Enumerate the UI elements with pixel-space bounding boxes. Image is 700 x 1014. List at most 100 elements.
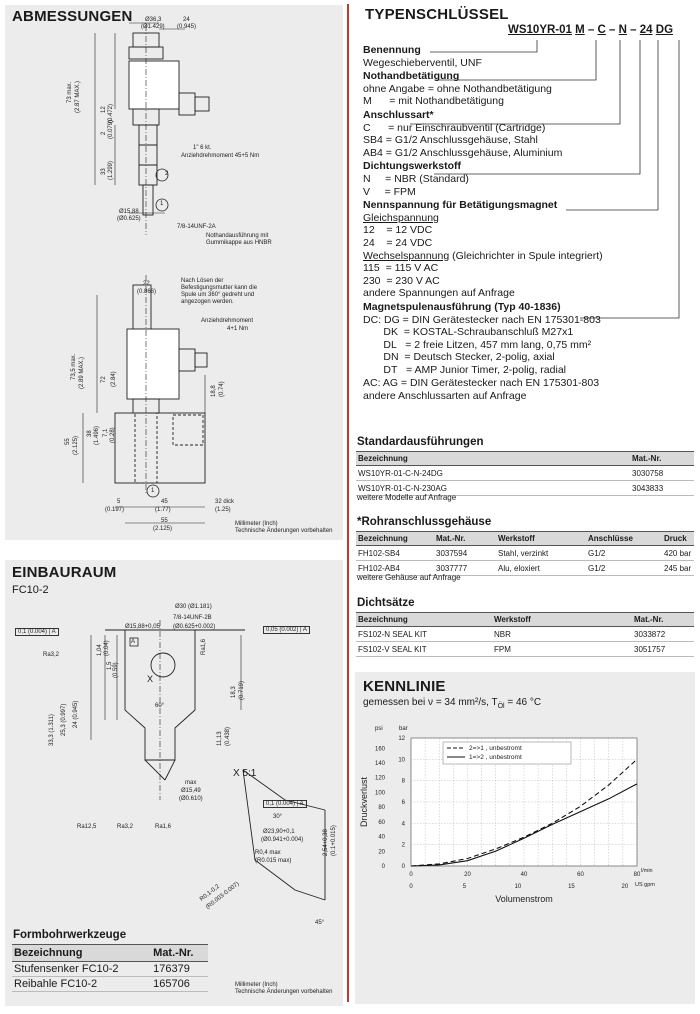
x-tick-gpm: 10 bbox=[515, 884, 522, 890]
dim-thread: 7/8-14UNF-2A bbox=[177, 224, 216, 230]
series-line-2 bbox=[410, 783, 638, 867]
x-tick-lpm: 80 bbox=[634, 872, 641, 878]
x-tick-gpm: 20 bbox=[622, 884, 629, 890]
formbohr-header: Mat.-Nr. bbox=[151, 944, 208, 962]
y-tick-bar: 12 bbox=[398, 736, 405, 742]
port-1-bottom: 1 bbox=[151, 488, 155, 494]
cav-d2390: Ø23,90+0,1 bbox=[263, 829, 295, 835]
dim-h38i: (1.496) bbox=[94, 425, 100, 445]
type-code: WS10YR-01 M – C – N – 24 DG bbox=[508, 24, 674, 36]
legend-label: 2=>1 , unbestromt bbox=[469, 745, 522, 752]
dim-w55: 55 bbox=[161, 518, 168, 524]
note-coil-4: angezogen werden. bbox=[181, 299, 234, 305]
dim-d1588i: (Ø0.625) bbox=[117, 216, 141, 222]
ein-footer-2: Technische Änderungen vorbehalten bbox=[235, 989, 333, 995]
cav-tol2: 0,05 (0.002) | A bbox=[263, 626, 310, 634]
formbohr-header: Bezeichnung bbox=[12, 944, 152, 962]
dim-w45: 45 bbox=[161, 499, 168, 505]
kennlinie-title: KENNLINIE bbox=[363, 678, 446, 695]
dim-torque1: Anziehdrehmoment 45+5 Nm bbox=[181, 153, 260, 159]
dim-hex: 1" 6 kt. bbox=[193, 145, 212, 151]
dim-w22i: (0.866) bbox=[137, 289, 157, 295]
cav-thread: 7/8-14UNF-2B bbox=[173, 615, 212, 621]
cav-max: max bbox=[185, 780, 197, 786]
cav-d1549i: (Ø0.610) bbox=[179, 796, 203, 802]
cavity-drawing bbox=[90, 620, 326, 901]
dim-w55i: (2.125) bbox=[153, 526, 173, 532]
einbauraum-panel: EINBAURAUM FC10-2 Ø30 (Ø1.181) 7/8-14UNF… bbox=[5, 560, 343, 1006]
cav-tol3: 0,1 (0.004) | A bbox=[263, 800, 307, 808]
type-key-line: C = nur Einschraubventil (Cartridge) bbox=[363, 121, 546, 134]
dim-d36i: (Ø1.429) bbox=[141, 24, 165, 30]
type-key-line: Wegeschieberventil, UNF bbox=[363, 56, 482, 69]
x-tick-lpm: 20 bbox=[464, 872, 471, 878]
cav-d1588: Ø15,88+0,05 bbox=[125, 624, 160, 630]
x-tick-gpm: 15 bbox=[568, 884, 575, 890]
dim-h38: 38 bbox=[87, 430, 93, 437]
x-tick-lpm: 0 bbox=[409, 872, 413, 878]
type-key-line: andere Spannungen auf Anfrage bbox=[363, 287, 515, 300]
type-key-line: Gleichspannung bbox=[363, 211, 439, 224]
rohr-note: weitere Gehäuse auf Anfrage bbox=[357, 573, 461, 582]
type-key-heading: Anschlussart* bbox=[363, 109, 434, 121]
formbohr-title: Formbohrwerkzeuge bbox=[13, 929, 127, 941]
y-tick-bar: 10 bbox=[398, 757, 405, 763]
kennlinie-panel: KENNLINIE gemessen bei ν = 34 mm²/s, TÖl… bbox=[355, 672, 695, 1004]
y-tick-psi: 160 bbox=[375, 746, 386, 752]
type-key-line: M = mit Nothandbetätigung bbox=[363, 95, 504, 108]
y-tick-psi: 80 bbox=[378, 805, 385, 811]
x-tick-lpm: 60 bbox=[577, 872, 584, 878]
x-tick-lpm: 40 bbox=[521, 872, 528, 878]
typenschluessel-title: TYPENSCHLÜSSEL bbox=[365, 6, 509, 23]
cav-h183: 18,3 bbox=[231, 686, 237, 698]
y-unit-bar: bar bbox=[399, 726, 408, 732]
x-unit-lpm: l/min bbox=[641, 868, 653, 874]
type-key-line: N = NBR (Standard) bbox=[363, 173, 469, 185]
standard-note: weitere Modelle auf Anfrage bbox=[357, 493, 457, 502]
type-key-line: AB4 = G1/2 Anschlussgehäuse, Aluminium bbox=[363, 146, 563, 159]
cav-h104i: (0.04) bbox=[104, 640, 110, 656]
cav-ra125: Ra12,5 bbox=[77, 824, 97, 830]
abmessungen-title: ABMESSUNGEN bbox=[12, 8, 133, 25]
type-code-leaders bbox=[410, 40, 680, 319]
type-key-heading: Magnetspulenausführung (Typ 40-1836) bbox=[363, 301, 561, 313]
type-key-heading: Nothandbetätigung bbox=[363, 70, 460, 83]
cav-d30: Ø30 (Ø1.181) bbox=[175, 604, 212, 610]
note-coil-3: Spule um 360° gedreht und bbox=[181, 292, 255, 298]
type-key-line: DN = Deutsch Stecker, 2-polig, axial bbox=[363, 351, 555, 364]
x-unit-gpm: US gpm bbox=[635, 882, 655, 888]
cav-datum: A bbox=[131, 639, 136, 645]
type-key-heading: Nennspannung für Betätigungsmagnet bbox=[363, 199, 558, 212]
y-unit-psi: psi bbox=[375, 726, 383, 732]
type-key-line: 230 = 230 V AC bbox=[363, 274, 440, 287]
type-key-line: 24 = 24 VDC bbox=[363, 237, 433, 249]
y-tick-psi: 120 bbox=[375, 776, 386, 782]
cav-h24: 24 (0.945) bbox=[73, 700, 79, 728]
legend-label: 1=>2 , unbestromt bbox=[469, 754, 522, 761]
dim-w5: 5 bbox=[117, 499, 121, 505]
y-tick-psi: 100 bbox=[375, 790, 386, 796]
cav-r04i: (R0.015 max) bbox=[255, 858, 292, 864]
cav-d2390i: (Ø0.941+0.004) bbox=[261, 837, 304, 843]
type-key-line: andere Anschlussarten auf Anfrage bbox=[363, 390, 527, 403]
abm-footer-1: Millimeter (Inch) bbox=[235, 521, 278, 527]
x-tick-gpm: 0 bbox=[409, 884, 413, 890]
dim-w32: 32 dick bbox=[215, 499, 235, 505]
type-key-line: SB4 = G1/2 Anschlussgehäuse, Stahl bbox=[363, 134, 538, 147]
ein-footer-1: Millimeter (Inch) bbox=[235, 982, 278, 988]
y-tick-bar: 8 bbox=[402, 779, 406, 785]
y-tick-bar: 4 bbox=[402, 821, 406, 827]
cav-a60: 60° bbox=[155, 703, 165, 709]
port-2-top: 2 bbox=[165, 171, 169, 177]
y-tick-bar: 2 bbox=[402, 843, 406, 849]
abmessungen-panel: ABMESSUNGEN Ø36,3 (Ø1.429) 24 (0.945) 73… bbox=[5, 5, 343, 540]
type-key-line: V = FPM bbox=[363, 185, 416, 198]
y-tick-psi: 20 bbox=[378, 849, 385, 855]
cav-h254: 2,54+0,38 bbox=[323, 829, 329, 856]
